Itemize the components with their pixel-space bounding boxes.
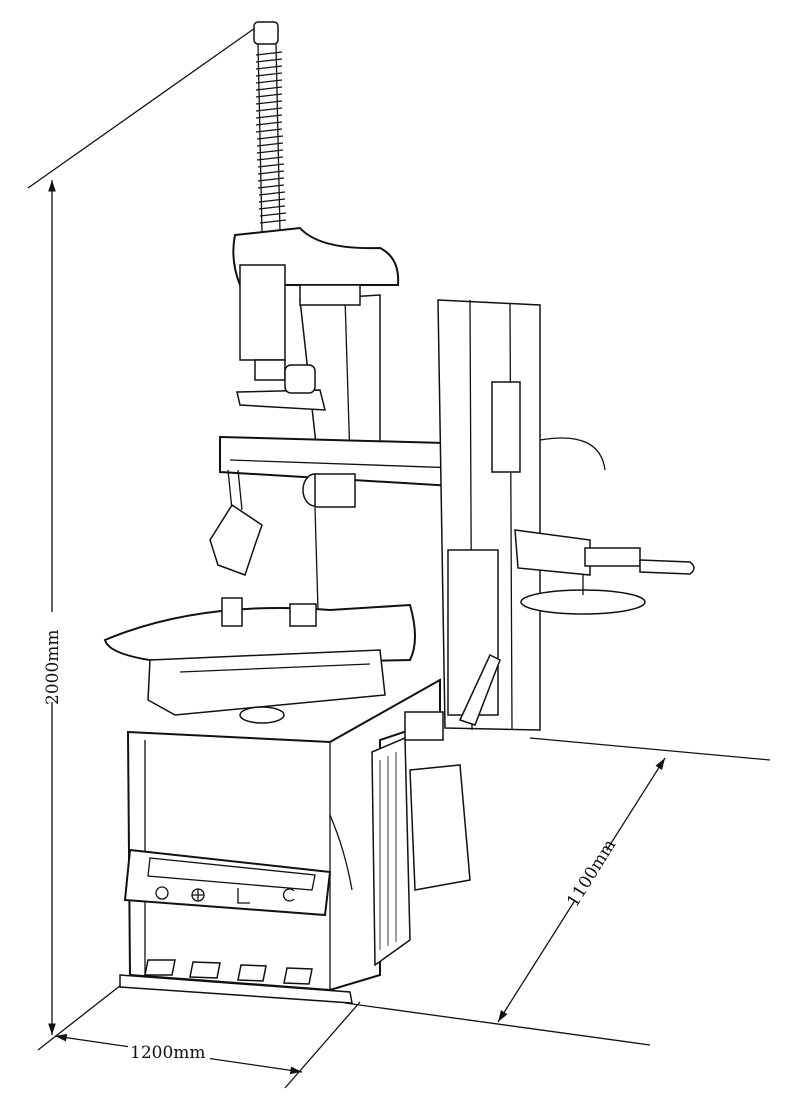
clamp-icon <box>191 888 205 902</box>
pedal[interactable] <box>283 967 313 985</box>
bead-breaker-lever <box>458 653 501 726</box>
height-label: 2000mm <box>43 629 63 705</box>
turntable-clamp-frame <box>147 649 386 716</box>
dimension-height: 2000mm <box>27 27 256 1035</box>
extension-line-front <box>344 1002 651 1046</box>
pedal[interactable] <box>189 961 221 979</box>
extension-line-back <box>529 737 771 761</box>
helper-handle <box>639 559 695 575</box>
turntable-shaft <box>239 706 285 724</box>
pedal[interactable] <box>144 959 176 976</box>
bead-breaker-icon <box>237 888 250 904</box>
dimension-depth: 1100mm <box>344 737 771 1046</box>
head-bracket <box>299 284 361 306</box>
rotate-icon <box>282 888 295 902</box>
bead-breaker-handle <box>329 814 353 891</box>
extension-line-right <box>284 1001 361 1089</box>
bead-press-tool <box>209 503 263 576</box>
base-plate <box>119 974 353 1004</box>
panel-symbols <box>155 886 295 904</box>
vertical-screw <box>255 43 287 233</box>
helper-arm <box>514 529 591 576</box>
tire-changer-machine <box>103 21 695 1004</box>
bead-breaker-arm <box>409 764 471 891</box>
mount-head-housing <box>239 264 286 361</box>
lock-icon <box>155 886 169 900</box>
side-vent-panel <box>371 736 411 967</box>
extension-line-top <box>27 27 256 189</box>
bead-breaker-cup <box>404 711 444 741</box>
width-label: 1200mm <box>130 1043 206 1063</box>
screw-cap <box>253 21 279 45</box>
pedal[interactable] <box>237 964 267 982</box>
foot-pedals <box>144 959 313 985</box>
clamp-jaw <box>221 597 243 627</box>
extension-line-left <box>37 977 131 1051</box>
dimension-width: 1200mm <box>37 977 361 1089</box>
